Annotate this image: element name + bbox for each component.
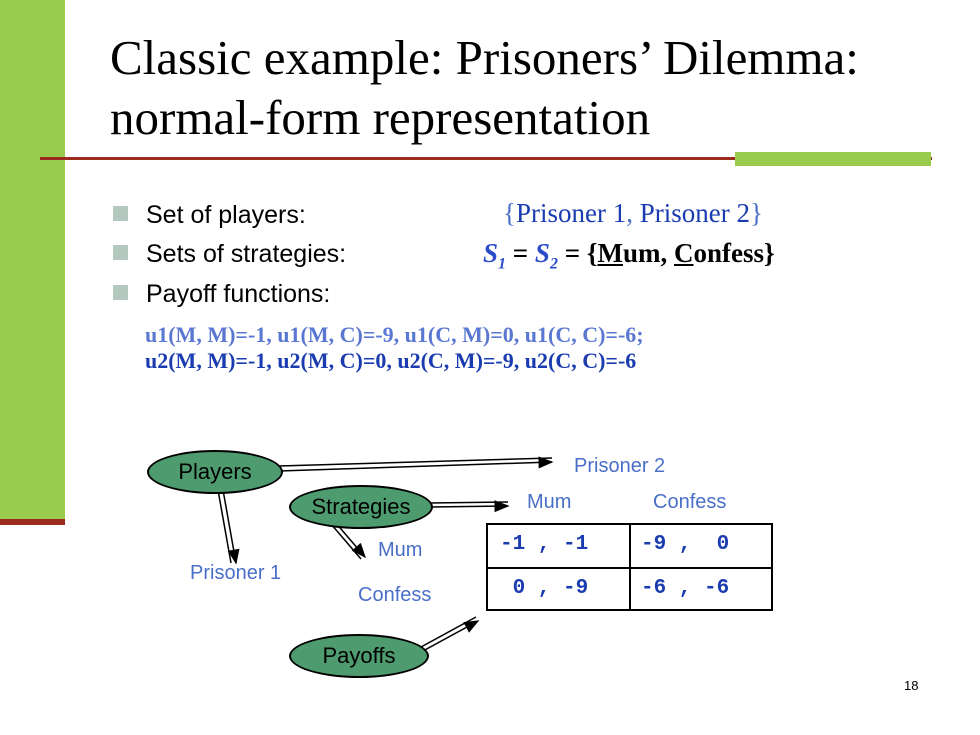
title-underline xyxy=(40,157,932,160)
payoff-row-1: u1(M, M)=-1, u1(M, C)=-9, u1(C, M)=0, u1… xyxy=(145,322,644,347)
mum-rest: um, xyxy=(622,238,674,268)
bullet-square-icon xyxy=(113,206,128,221)
bullet-players: Set of players: xyxy=(113,201,306,230)
matrix-cell-mum-mum: -1 , -1 xyxy=(500,533,589,556)
players-oval: Players xyxy=(147,450,283,494)
page-number: 18 xyxy=(904,678,919,693)
bullet-label: Sets of strategies: xyxy=(146,240,347,268)
arrow-payoffs-to-matrix xyxy=(420,616,480,652)
brace-close: } xyxy=(749,198,763,228)
matrix-cell-mum-confess: -9 , 0 xyxy=(641,533,730,556)
arrow-strategies-to-columns xyxy=(428,500,510,513)
prisoner-1-text: Prisoner 1 xyxy=(515,198,627,228)
payoff-matrix: -1 , -1 -9 , 0 0 , -9 -6 , -6 xyxy=(486,523,773,611)
bullet-strategies: Sets of strategies: xyxy=(113,240,346,269)
payoffs-oval: Payoffs xyxy=(289,634,429,678)
strategy-symbol: S xyxy=(483,238,499,268)
strategy-symbol: S xyxy=(534,238,550,268)
players-set: {Prisoner 1, Prisoner 2} xyxy=(503,198,763,229)
arrow-players-to-prisoner1 xyxy=(217,489,240,565)
payoff-row-2: u2(M, M)=-1, u2(M, C)=0, u2(C, M)=-9, u2… xyxy=(145,348,637,373)
subscript-1: 1 xyxy=(498,255,507,273)
brace-open: { xyxy=(503,198,516,228)
arrow-players-to-prisoner2 xyxy=(278,456,554,472)
column-mum-label: Mum xyxy=(527,491,572,513)
confess-rest: onfess} xyxy=(693,238,775,268)
prisoner-2-text: Prisoner 2 xyxy=(639,198,750,228)
confess-initial: C xyxy=(673,238,694,268)
equals: = xyxy=(506,238,535,268)
prisoner-2-label: Prisoner 2 xyxy=(574,455,666,477)
bullet-label: Set of players: xyxy=(146,201,306,229)
prisoner-1-label: Prisoner 1 xyxy=(190,562,282,584)
mum-initial: M xyxy=(597,238,623,268)
bullet-label: Payoff functions: xyxy=(146,280,331,308)
left-accent-bar xyxy=(0,0,65,519)
column-confess-label: Confess xyxy=(653,491,727,513)
left-accent-base xyxy=(0,519,65,525)
matrix-cell-confess-mum: 0 , -9 xyxy=(500,577,589,600)
bullet-square-icon xyxy=(113,285,128,300)
subscript-2: 2 xyxy=(549,255,558,273)
equals-brace: = { xyxy=(557,238,598,268)
matrix-cell-confess-confess: -6 , -6 xyxy=(641,577,730,600)
separator: , xyxy=(626,198,640,228)
title-accent-block xyxy=(735,152,931,166)
row-confess-label: Confess xyxy=(358,584,432,606)
bullet-square-icon xyxy=(113,245,128,260)
slide-title: Classic example: Prisoners’ Dilemma: nor… xyxy=(110,30,859,145)
matrix-horizontal-divider xyxy=(488,567,771,569)
strategies-oval: Strategies xyxy=(289,485,433,529)
row-mum-label: Mum xyxy=(378,539,423,561)
bullet-payoffs: Payoff functions: xyxy=(113,280,330,309)
strategies-set: S1 = S2 = {Mum, Confess} xyxy=(483,238,775,273)
